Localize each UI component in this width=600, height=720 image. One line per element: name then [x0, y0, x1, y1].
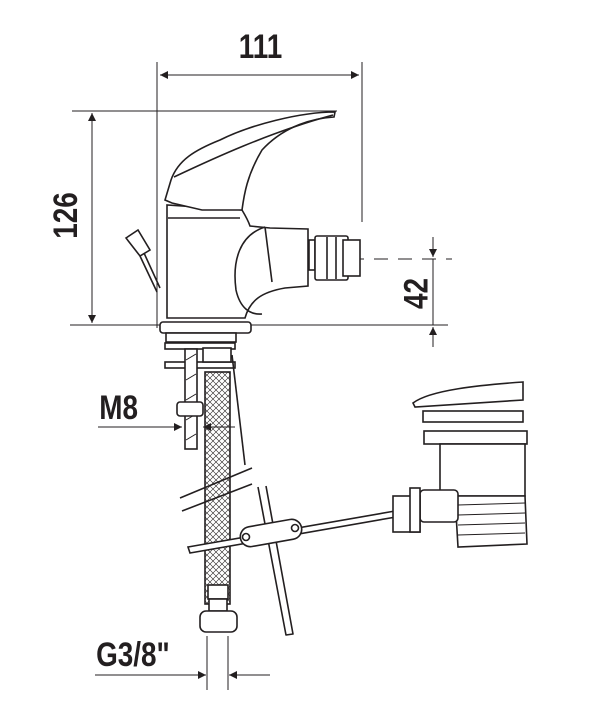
dimension-height: [70, 110, 337, 326]
dimension-connection: [95, 636, 270, 690]
outlet-height-label: 42: [397, 277, 436, 310]
pop-up-waste: [392, 381, 528, 548]
height-label: 126: [46, 192, 85, 239]
width-label: 111: [238, 28, 283, 66]
faucet-body: [124, 111, 361, 343]
thread-rod-label: M8: [99, 389, 138, 427]
connection-label: G3/8": [96, 636, 170, 674]
mounting-assembly: [164, 342, 397, 636]
dimension-width: [156, 62, 363, 328]
dimension-outlet-height: [250, 237, 452, 347]
